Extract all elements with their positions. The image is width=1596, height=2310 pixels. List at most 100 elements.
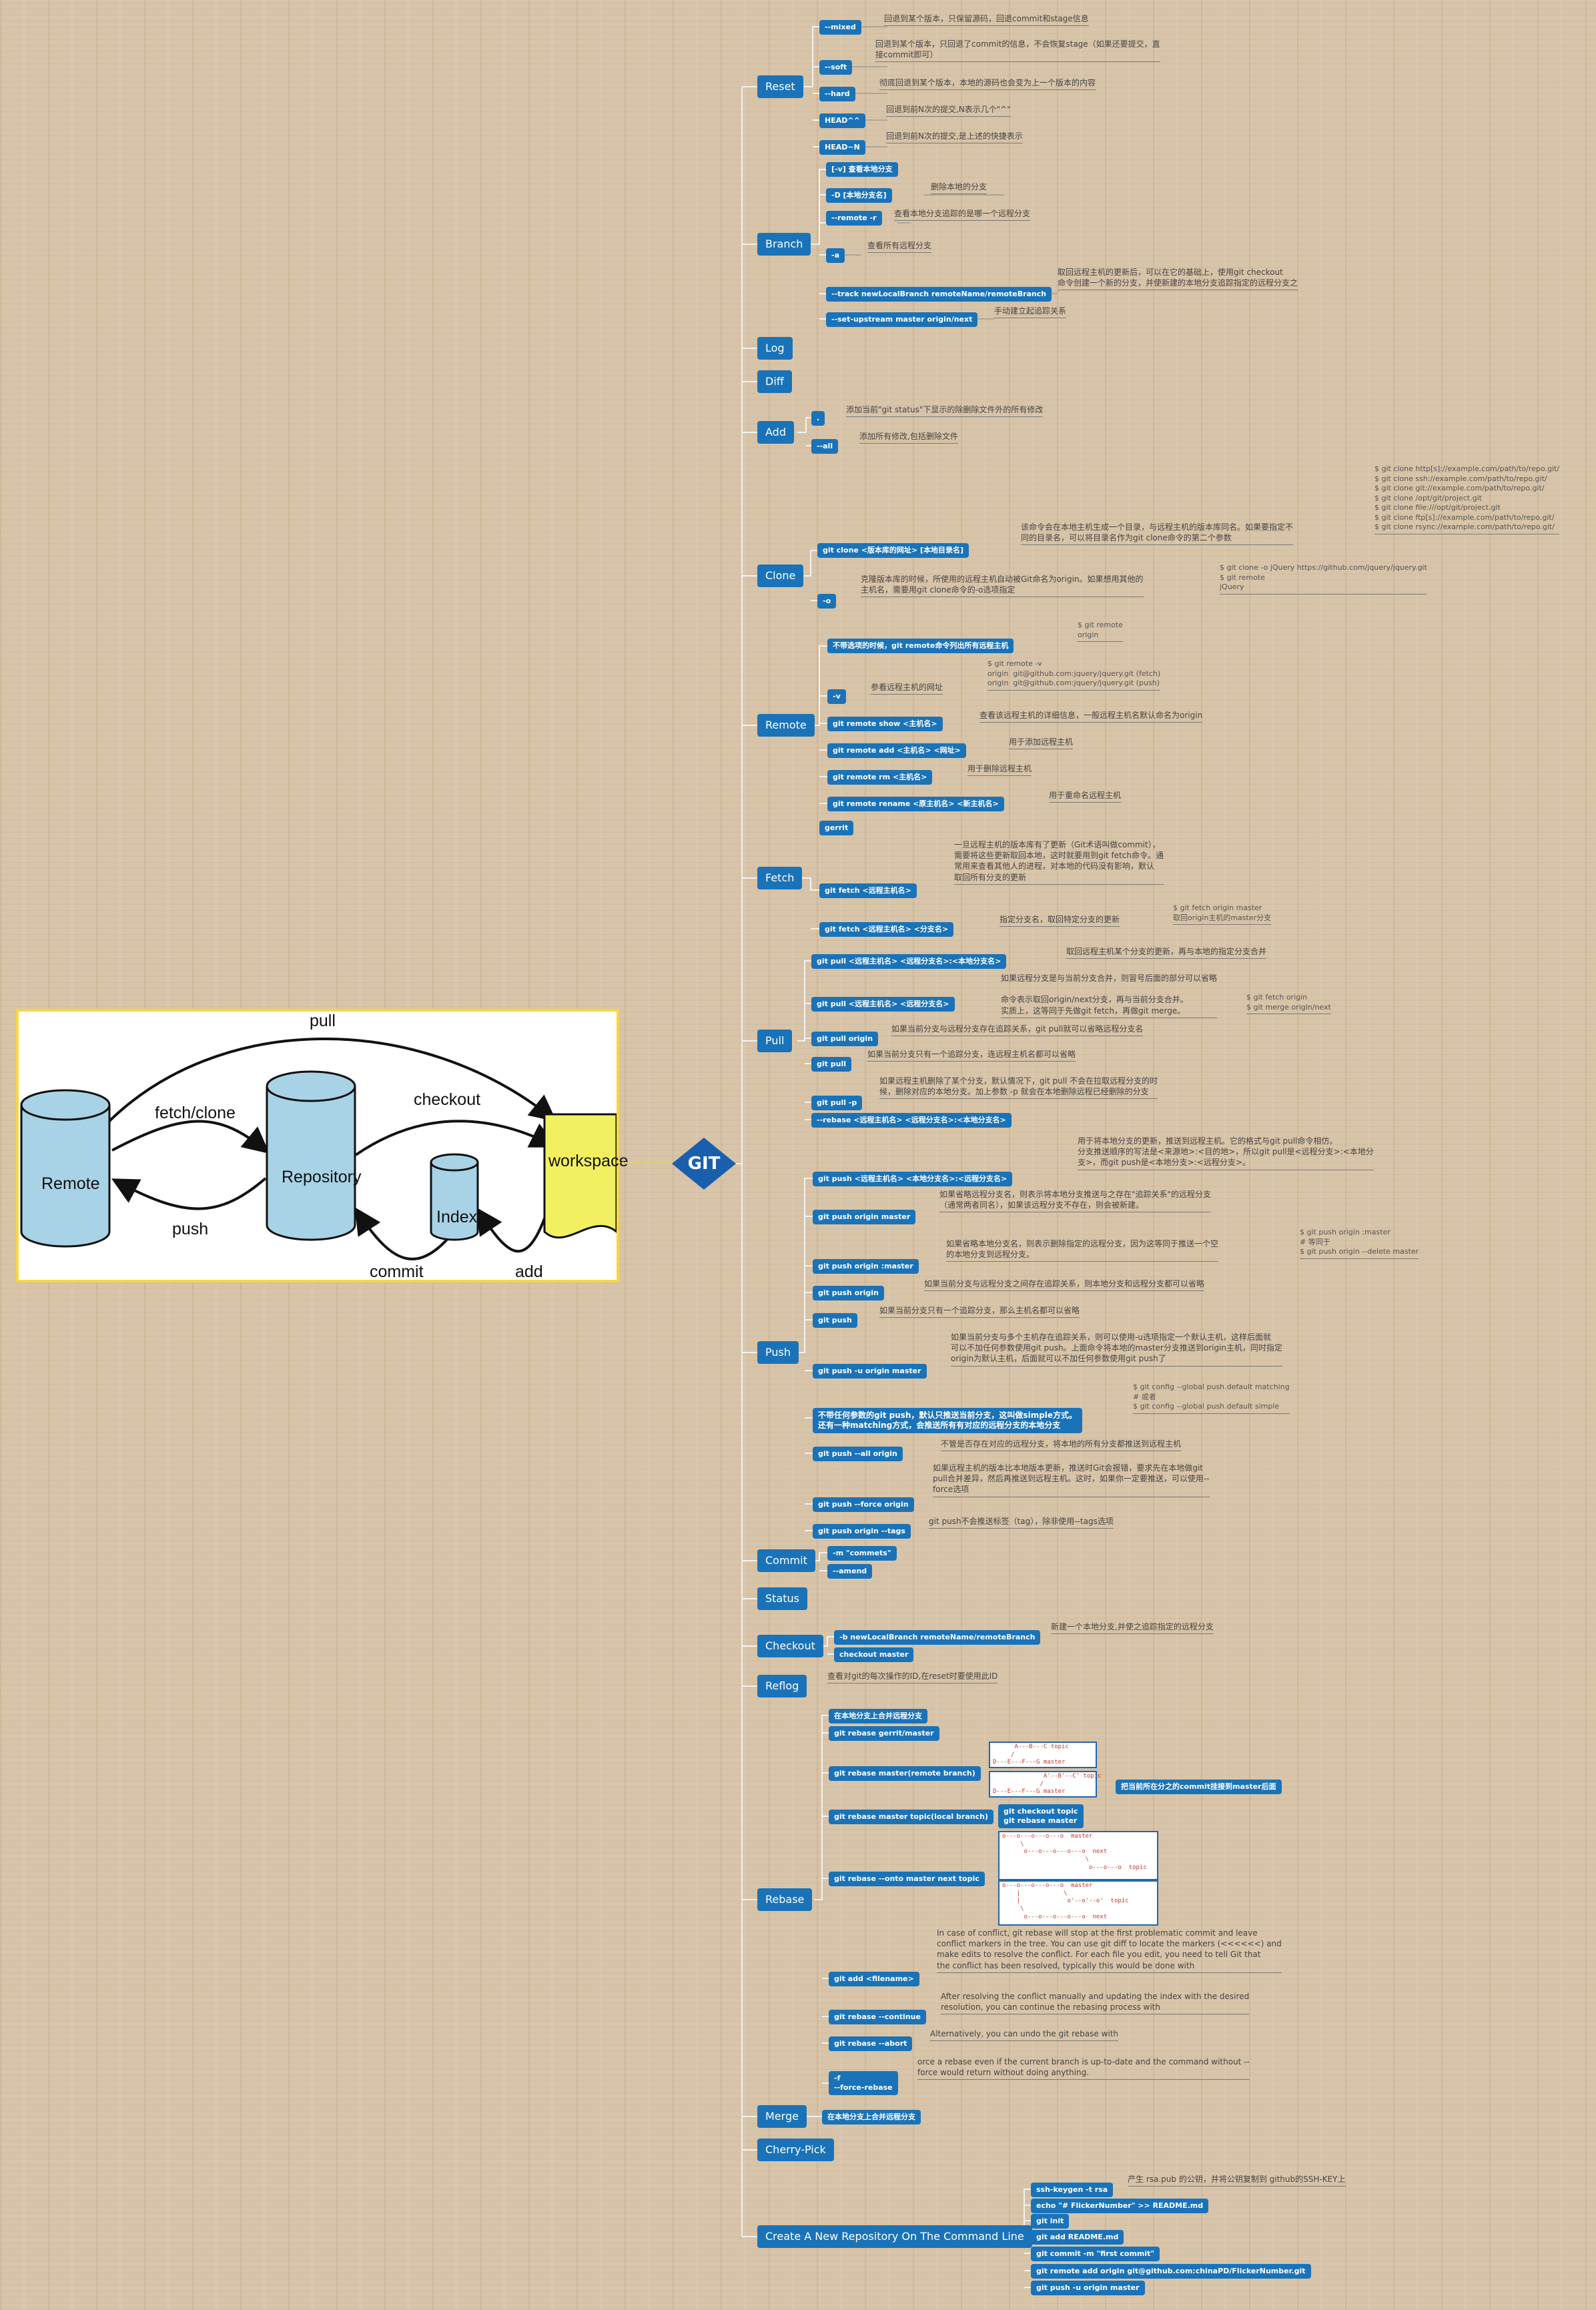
category-diff[interactable]: Diff bbox=[757, 370, 792, 393]
category-add[interactable]: Add bbox=[757, 421, 794, 444]
remote-rm[interactable]: git remote rm <主机名> bbox=[827, 770, 933, 785]
pull-plain[interactable]: git pull bbox=[811, 1057, 851, 1072]
category-commit[interactable]: Commit bbox=[757, 1549, 815, 1572]
category-push[interactable]: Push bbox=[757, 1341, 799, 1364]
diagram-connector bbox=[619, 1162, 672, 1163]
pull-full-desc: 取回远程主机某个分支的更新，再与本地的指定分支合并 bbox=[1066, 946, 1267, 959]
push-plain[interactable]: git push bbox=[813, 1313, 857, 1328]
push-delete-example: $ git push origin :master # 等同于 $ git pu… bbox=[1300, 1228, 1419, 1259]
add-all[interactable]: --all bbox=[811, 439, 839, 454]
push-origin[interactable]: git push origin bbox=[813, 1286, 884, 1300]
category-branch[interactable]: Branch bbox=[757, 233, 811, 256]
branch-delete-desc: 删除本地的分支 bbox=[931, 181, 987, 195]
rebase-tree-before-text: A---B---C topic / D---E---F---G master bbox=[993, 1744, 1069, 1766]
add-label: add bbox=[515, 1262, 543, 1281]
category-new-repository[interactable]: Create A New Repository On The Command L… bbox=[757, 2225, 1032, 2248]
pull-remote-branch[interactable]: git pull <远程主机名> <远程分支名> bbox=[811, 997, 955, 1012]
fetch-remote[interactable]: git fetch <远程主机名> bbox=[819, 883, 917, 898]
push-force[interactable]: git push --force origin bbox=[813, 1497, 914, 1512]
category-pull[interactable]: Pull bbox=[757, 1030, 793, 1052]
repo-echo-readme[interactable]: echo "# FlickerNumber" >> README.md bbox=[1031, 2199, 1209, 2213]
push-full-desc: 用于将本地分支的更新，推送到远程主机。它的格式与git pull命令相仿。 分支… bbox=[1078, 1136, 1374, 1170]
commit-amend[interactable]: --amend bbox=[827, 1564, 873, 1579]
rebase-remote-master-desc[interactable]: 把当前所在分之的commit挂接到master后面 bbox=[1116, 1780, 1282, 1794]
clone-command-desc: 该命令会在本地主机生成一个目录，与远程主机的版本库同名。如果要指定不 同的目录名… bbox=[1021, 522, 1294, 546]
clone-command[interactable]: git clone <版本库的网址> [本地目录名] bbox=[817, 543, 969, 558]
rebase-local[interactable]: 在本地分支上合并远程分支 bbox=[829, 1709, 927, 1723]
push-default-mode[interactable]: 不带任何参数的git push，默认只推送当前分支，这叫做simple方式。 还… bbox=[813, 1408, 1083, 1433]
remote-show[interactable]: git remote show <主机名> bbox=[827, 717, 943, 731]
category-checkout[interactable]: Checkout bbox=[757, 1635, 823, 1657]
pull-rebase[interactable]: --rebase <远程主机名> <远程分支名>:<本地分支名> bbox=[811, 1113, 1012, 1128]
push-upstream-desc: 如果当前分支与多个主机存在追踪关系，则可以使用-u选项指定一个默认主机，这样后面… bbox=[951, 1332, 1283, 1367]
remote-v[interactable]: -v bbox=[827, 689, 846, 704]
reset-mixed[interactable]: --mixed bbox=[819, 20, 861, 35]
rebase-force-desc: orce a rebase even if the current branch… bbox=[917, 2056, 1250, 2080]
branch-v[interactable]: [-v] 查看本地分支 bbox=[826, 162, 898, 177]
rebase-remote-master[interactable]: git rebase master(remote branch) bbox=[829, 1766, 981, 1781]
checkout-label: checkout bbox=[414, 1090, 481, 1109]
remote-rename[interactable]: git remote rename <原主机名> <新主机名> bbox=[827, 797, 1004, 811]
branch-set-upstream[interactable]: --set-upstream master origin/next bbox=[826, 312, 978, 327]
rebase-git-add[interactable]: git add <filename> bbox=[829, 1972, 919, 1986]
push-default-example: $ git config --global push.default match… bbox=[1133, 1383, 1290, 1414]
push-full[interactable]: git push <远程主机名> <本地分支名>:<远程分支名> bbox=[813, 1172, 1013, 1186]
repo-push[interactable]: git push -u origin master bbox=[1031, 2281, 1145, 2295]
category-reset[interactable]: Reset bbox=[757, 75, 803, 98]
category-status[interactable]: Status bbox=[757, 1587, 807, 1610]
repo-git-init[interactable]: git init bbox=[1031, 2214, 1070, 2229]
add-dot[interactable]: . bbox=[811, 411, 825, 426]
checkout-new-branch[interactable]: -b newLocalBranch remoteName/remoteBranc… bbox=[834, 1630, 1041, 1645]
pull-origin[interactable]: git pull origin bbox=[811, 1032, 879, 1046]
category-cherry-pick[interactable]: Cherry-Pick bbox=[757, 2139, 834, 2161]
reset-head-caret[interactable]: HEAD^^ bbox=[819, 113, 865, 128]
checkout-master[interactable]: checkout master bbox=[834, 1647, 914, 1662]
push-all[interactable]: git push --all origin bbox=[813, 1447, 903, 1461]
category-reflog[interactable]: Reflog bbox=[757, 1675, 807, 1697]
pull-full[interactable]: git pull <远程主机名> <远程分支名>:<本地分支名> bbox=[811, 954, 1007, 969]
branch-set-upstream-desc: 手动建立起追踪关系 bbox=[994, 306, 1067, 319]
reset-hard[interactable]: --hard bbox=[819, 87, 855, 101]
repo-remote-add[interactable]: git remote add origin git@github.com:chi… bbox=[1031, 2264, 1311, 2279]
push-upstream[interactable]: git push -u origin master bbox=[813, 1364, 927, 1379]
category-log[interactable]: Log bbox=[757, 337, 793, 360]
rebase-topic[interactable]: git rebase master topic(local branch) bbox=[829, 1810, 993, 1824]
category-clone[interactable]: Clone bbox=[757, 564, 804, 587]
push-origin-master[interactable]: git push origin master bbox=[813, 1210, 916, 1224]
repo-git-add[interactable]: git add README.md bbox=[1031, 2230, 1124, 2245]
rebase-topic-commands[interactable]: git checkout topic git rebase master bbox=[998, 1804, 1084, 1828]
merge-desc[interactable]: 在本地分支上合并远程分支 bbox=[822, 2110, 921, 2125]
rebase-abort[interactable]: git rebase --abort bbox=[829, 2036, 913, 2051]
repo-ssh-keygen[interactable]: ssh-keygen -t rsa bbox=[1031, 2183, 1114, 2197]
repo-git-commit[interactable]: git commit -m "first commit" bbox=[1031, 2247, 1160, 2261]
rebase-gerrit[interactable]: git rebase gerrit/master bbox=[829, 1726, 939, 1741]
branch-remote[interactable]: --remote -r bbox=[826, 211, 882, 226]
commit-message[interactable]: -m "commets" bbox=[827, 1546, 897, 1561]
reset-soft[interactable]: --soft bbox=[819, 60, 853, 75]
fetch-remote-branch[interactable]: git fetch <远程主机名> <分支名> bbox=[819, 922, 954, 937]
pull-prune[interactable]: git pull -p bbox=[811, 1096, 863, 1110]
branch-delete[interactable]: -D [本地分支名] bbox=[826, 188, 892, 203]
category-merge[interactable]: Merge bbox=[757, 2105, 807, 2128]
rebase-onto[interactable]: git rebase --onto master next topic bbox=[829, 1872, 985, 1886]
branch-track[interactable]: --track newLocalBranch remoteName/remote… bbox=[826, 287, 1052, 302]
rebase-continue[interactable]: git rebase --continue bbox=[829, 2010, 926, 2024]
category-fetch[interactable]: Fetch bbox=[757, 867, 803, 889]
reset-head-tilde[interactable]: HEAD~N bbox=[819, 140, 865, 155]
branch-all[interactable]: -a bbox=[826, 248, 845, 263]
push-delete-master-desc: 如果省略本地分支名，则表示删除指定的远程分支，因为这等同于推送一个空 的本地分支… bbox=[946, 1238, 1219, 1262]
rebase-force[interactable]: -f --force-rebase bbox=[829, 2071, 898, 2095]
commit-label: commit bbox=[370, 1262, 424, 1281]
push-tags[interactable]: git push origin --tags bbox=[813, 1524, 911, 1539]
remote-gerrit[interactable]: gerrit bbox=[819, 821, 854, 835]
branch-all-desc: 查看所有远程分支 bbox=[867, 240, 932, 254]
remote-add[interactable]: git remote add <主机名> <网址> bbox=[827, 743, 966, 758]
pull-remote-branch-desc: 如果远程分支是与当前分支合并，则冒号后面的部分可以省略 命令表示取回origin… bbox=[1001, 973, 1218, 1018]
fetch-remote-branch-desc: 指定分支名，取回特定分支的更新 bbox=[1000, 914, 1120, 927]
push-delete-master[interactable]: git push origin :master bbox=[813, 1259, 919, 1274]
category-remote[interactable]: Remote bbox=[757, 714, 815, 737]
clone-o[interactable]: -o bbox=[817, 594, 837, 609]
category-rebase[interactable]: Rebase bbox=[757, 1888, 813, 1911]
remote-no-option[interactable]: 不带选项的时候，git remote命令列出所有远程主机 bbox=[827, 639, 1014, 653]
